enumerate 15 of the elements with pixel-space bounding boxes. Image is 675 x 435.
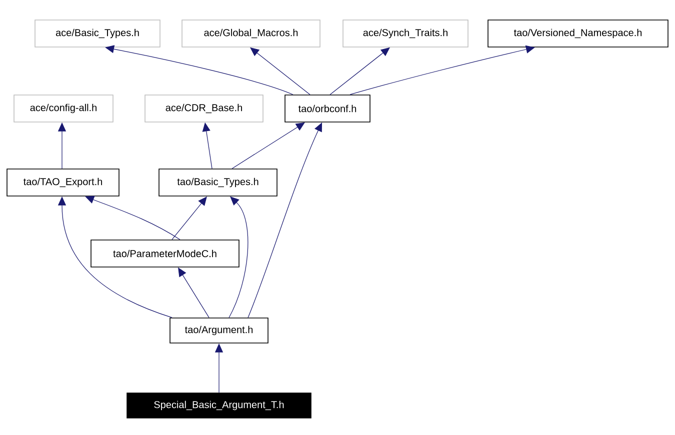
file-box: ace/Global_Macros.h — [182, 20, 320, 48]
file-box: ace/Basic_Types.h — [34, 20, 160, 48]
file-box: tao/orbconf.h — [284, 94, 370, 122]
highlighted-file-box: Special_Basic_Argument_T.h — [126, 392, 312, 418]
file-box: tao/ParameterModeC.h — [90, 240, 240, 268]
file-box: tao/TAO_Export.h — [6, 168, 120, 196]
file-box: tao/Argument.h — [170, 318, 268, 344]
file-box: tao/Basic_Types.h — [158, 168, 278, 196]
arrow — [350, 45, 535, 95]
file-box: tao/Versioned_Namespace.h — [488, 20, 668, 48]
file-box: ace/config-all.h — [14, 94, 114, 122]
arrow — [85, 196, 180, 240]
file-box: ace/Synch_Traits.h — [342, 20, 468, 48]
arrow — [105, 45, 294, 95]
file-box: ace/CDR_Base.h — [144, 94, 264, 122]
